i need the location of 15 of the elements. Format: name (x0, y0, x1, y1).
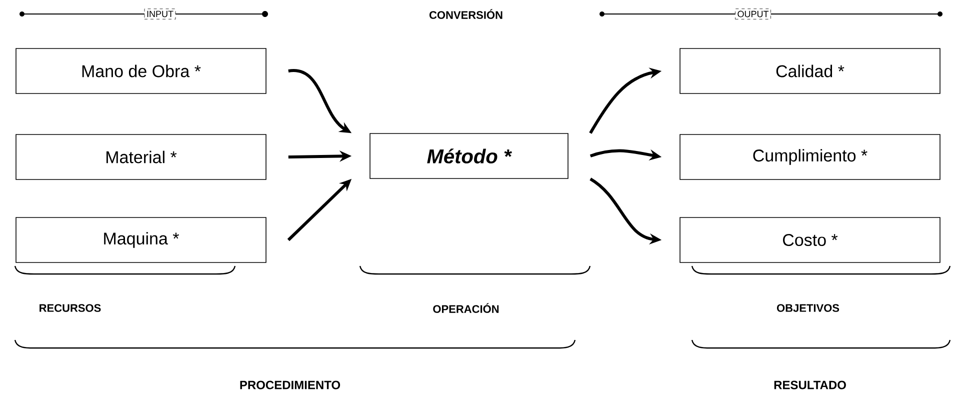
box: Mano de Obra * (16, 48, 266, 94)
boxed-label: INPUT (144, 8, 176, 20)
box: Maquina * (16, 217, 266, 263)
group-label: RECURSOS (40, 304, 101, 312)
box: Calidad * (680, 48, 940, 94)
group-label: PROCEDIMIENTO (240, 380, 340, 390)
box: Costo * (680, 217, 940, 263)
group-label: RESULTADO (774, 380, 846, 390)
group-label: OPERACIÓN (433, 303, 499, 313)
group-label: OBJETIVOS (776, 304, 840, 312)
box: Método * (370, 133, 568, 179)
box: Material * (16, 134, 266, 180)
group-label: CONVERSIÓN (429, 9, 502, 19)
boxed-label: OUPUT (735, 8, 771, 20)
box: Cumplimiento * (680, 134, 940, 180)
